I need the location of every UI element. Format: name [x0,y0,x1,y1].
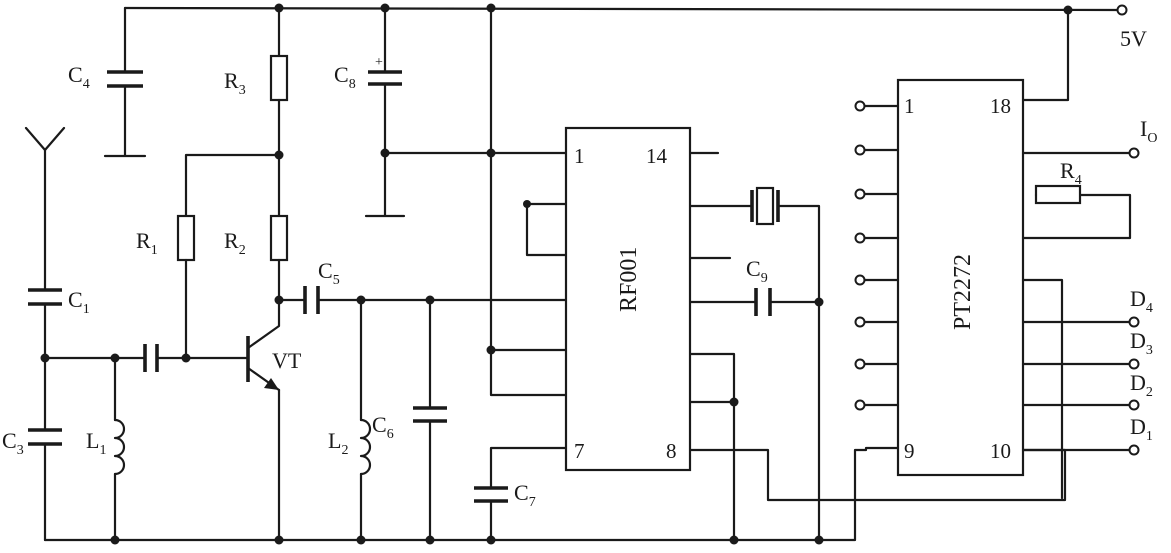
c3-label: C3 [2,428,24,458]
r3-label: R3 [224,68,246,98]
d4-label: D4 [1130,286,1153,316]
capacitor-c7: C7 [474,480,536,542]
pt2272-pin-9: 9 [904,439,915,463]
resistor-r1: R1 [136,153,281,360]
pt2272-address-pins [854,100,900,411]
capacitor-c9: C9 [746,256,772,316]
d3-terminal [1128,358,1140,370]
inductor-l1: L1 [86,356,126,542]
rf001-pin-8: 8 [666,439,677,463]
pt2272-name: PT2272 [950,254,976,330]
junction-dots [40,3,1073,545]
vt-label: VT [272,348,302,373]
pt2272-right-wiring [1021,151,1132,500]
c9-label: C9 [746,256,768,286]
r4-label: R4 [1060,158,1082,188]
coupling-capacitor [143,344,250,372]
d1-terminal [1128,444,1140,456]
rf001-pin-7: 7 [574,439,585,463]
supply-terminal [1116,4,1128,16]
io-terminal [1128,147,1140,159]
supply-rail [123,6,1120,102]
d1-label: D1 [1130,414,1153,444]
rf001-pin-14: 14 [646,144,668,168]
pt2272-chip: 1 18 9 10 PT2272 [896,78,1025,477]
c7-label: C7 [514,480,536,510]
ground-rail [43,446,900,542]
c4-label: C4 [68,62,90,92]
pt2272-pin-1: 1 [904,94,915,118]
pt2272-pin-10: 10 [990,439,1011,463]
capacitor-c5: C5 [277,258,568,314]
r1-label: R1 [136,228,158,258]
d3-label: D3 [1130,328,1153,358]
d4-terminal [1128,316,1140,328]
pt2272-pin-18: 18 [990,94,1011,118]
capacitor-c6: C6 [372,298,447,542]
capacitor-c1: C1 [28,287,90,432]
c8-label: C8 [334,62,356,92]
c1-label: C1 [68,287,90,317]
l2-label: L2 [328,428,348,458]
d2-terminal [1128,399,1140,411]
capacitor-c3: C3 [2,428,62,542]
rf001-name: RF001 [616,247,642,312]
io-label: IO [1140,116,1157,146]
r2-label: R2 [224,228,246,258]
resistor-r3: R3 [224,6,289,157]
c8-polarity-mark: + [375,55,383,70]
d2-label: D2 [1130,370,1153,400]
c6-label: C6 [372,412,394,442]
capacitor-c8: + C8 [334,6,406,218]
transistor-vt: VT [246,298,302,542]
resistor-r4: R4 [1034,158,1082,205]
output-terminals [1116,4,1140,456]
c5-label: C5 [318,258,340,288]
resistor-r2: R2 [224,153,289,302]
rf001-chip: 1 14 7 8 RF001 [564,126,692,472]
antenna [24,126,66,292]
rf001-pin-1: 1 [574,144,585,168]
supply-voltage-label: 5V [1120,26,1147,51]
l1-label: L1 [86,428,106,458]
capacitor-c4: C4 [68,6,147,158]
inductor-l2: L2 [328,298,372,542]
crystal-resonator [750,186,780,226]
